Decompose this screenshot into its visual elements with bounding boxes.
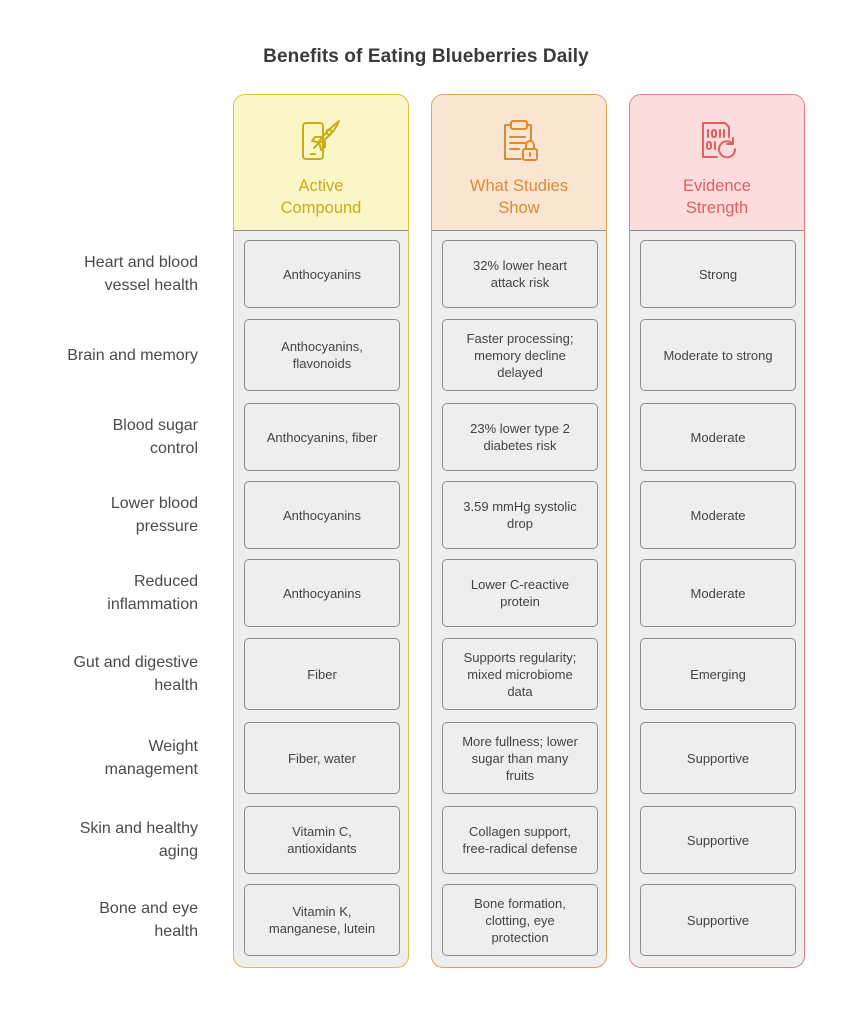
- cell-study-finding: Collagen support,free-radical defense: [442, 806, 598, 874]
- cell-active-compound: Anthocyanins: [244, 559, 400, 627]
- cell-evidence-strength: Supportive: [640, 722, 796, 794]
- cell-text: Moderate: [690, 585, 746, 601]
- cell-active-compound: Fiber: [244, 638, 400, 710]
- cell-text: Anthocyanins: [282, 266, 362, 282]
- cell-text: Supportive: [686, 750, 750, 766]
- cell-active-compound: Anthocyanins,flavonoids: [244, 319, 400, 391]
- cell-text: Collagen support,free-radical defense: [462, 824, 578, 856]
- cell-text: Vitamin K,manganese, lutein: [268, 904, 376, 936]
- diagram-title: Benefits of Eating Blueberries Daily: [263, 46, 589, 67]
- cell-active-compound: Vitamin K,manganese, lutein: [244, 884, 400, 956]
- cell-active-compound: Anthocyanins: [244, 481, 400, 549]
- cell-text: Supportive: [686, 832, 750, 848]
- cell-active-compound: Fiber, water: [244, 722, 400, 794]
- cell-text: Anthocyanins: [282, 585, 362, 601]
- cell-text: Fiber: [307, 666, 337, 682]
- phone-rocket-icon: [302, 120, 340, 160]
- cell-text: Supportive: [686, 912, 750, 928]
- cell-evidence-strength: Moderate to strong: [640, 319, 796, 391]
- cell-text: Anthocyanins: [282, 507, 362, 523]
- cell-text: Strong: [698, 266, 738, 282]
- cell-active-compound: Vitamin C,antioxidants: [244, 806, 400, 874]
- cell-text: Emerging: [690, 666, 746, 682]
- cell-evidence-strength: Emerging: [640, 638, 796, 710]
- cell-text: Moderate: [690, 429, 746, 445]
- column-header-active-compound: Active Compound: [234, 95, 408, 231]
- column-title: Evidence Strength: [683, 177, 751, 217]
- cell-text: Moderate to strong: [663, 347, 773, 363]
- cell-text: Anthocyanins,flavonoids: [281, 339, 363, 371]
- row-label: Brain and memory: [67, 346, 198, 364]
- clipboard-lock-icon: [504, 120, 538, 161]
- cell-text: Fiber, water: [288, 750, 356, 766]
- column-title: What Studies Show: [469, 177, 569, 217]
- cell-evidence-strength: Supportive: [640, 884, 796, 956]
- column-title: Active Compound: [280, 177, 362, 217]
- binary-refresh-icon: [702, 122, 737, 159]
- cell-evidence-strength: Moderate: [640, 481, 796, 549]
- cell-evidence-strength: Supportive: [640, 806, 796, 874]
- column-header-evidence-strength: Evidence Strength: [630, 95, 804, 231]
- cell-text: Anthocyanins, fiber: [266, 429, 378, 445]
- cell-evidence-strength: Strong: [640, 240, 796, 308]
- cell-evidence-strength: Moderate: [640, 403, 796, 471]
- cell-active-compound: Anthocyanins, fiber: [244, 403, 400, 471]
- cell-text: Vitamin C,antioxidants: [287, 824, 357, 856]
- cell-active-compound: Anthocyanins: [244, 240, 400, 308]
- cell-text: Moderate: [690, 507, 746, 523]
- column-header-what-studies-show: What Studies Show: [432, 95, 606, 231]
- cell-evidence-strength: Moderate: [640, 559, 796, 627]
